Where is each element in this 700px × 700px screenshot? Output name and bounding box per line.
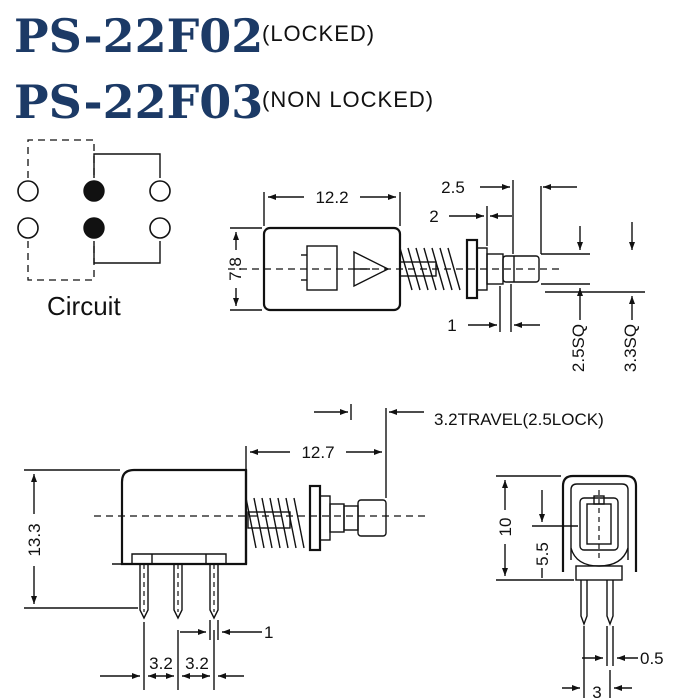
- dim-body-height: 7.8: [226, 257, 245, 281]
- collar-side: [308, 484, 322, 552]
- pin-2: [173, 564, 183, 620]
- side-view: 3.2TRAVEL(2.5LOCK) 12.7: [24, 404, 604, 690]
- dim-2-5: 2.5: [441, 178, 465, 197]
- dim-pin-width: 1: [264, 623, 273, 642]
- top-view: 12.2 7.8 2.5 2 1 2.5SQ 3.3SQ: [226, 178, 645, 372]
- pin-group-side: [139, 564, 219, 620]
- contact-open-4: [149, 217, 171, 239]
- body-slot: [306, 245, 338, 291]
- model-type-locked: (LOCKED): [262, 21, 375, 46]
- plunger-end: [579, 497, 619, 551]
- plunger-rod-side: [247, 511, 291, 529]
- spring-side: [245, 497, 305, 549]
- stem-top: [502, 255, 540, 283]
- connection-bottom: [93, 241, 161, 264]
- model-title-locked: PS-22F02: [14, 9, 263, 63]
- model-title-non-locked: PS-22F03: [14, 75, 263, 129]
- frame-end: [561, 474, 638, 572]
- dim-1: 1: [447, 316, 456, 335]
- pin-end-1: [580, 580, 588, 626]
- circuit-caption: Circuit: [47, 291, 121, 321]
- contact-common-2: [83, 217, 105, 239]
- end-view: 10 5.5 0.5 3: [496, 474, 664, 700]
- body-base-side: [112, 553, 246, 565]
- dim-stem-2-5sq: 2.5SQ: [569, 324, 588, 372]
- dim-body-length: 12.2: [315, 188, 348, 207]
- contact-open-3: [17, 217, 39, 239]
- switch-body-side: [120, 468, 248, 566]
- connection-top: [93, 153, 161, 178]
- model-type-non-locked: (NON LOCKED): [262, 87, 434, 112]
- pin-3: [209, 564, 219, 620]
- switch-path-top: [27, 139, 95, 178]
- dim-stem-3-3sq: 3.3SQ: [621, 324, 640, 372]
- dim-pitch-2: 3.2: [185, 654, 209, 673]
- dim-end-3: 3: [592, 683, 601, 700]
- dim-end-5-5: 5.5: [533, 542, 552, 566]
- pin-end-2: [606, 580, 614, 626]
- dim-2: 2: [429, 207, 438, 226]
- stem-side: [357, 499, 387, 537]
- dim-side-length: 12.7: [301, 443, 334, 462]
- dim-side-height: 13.3: [25, 523, 44, 556]
- switch-body-top: [262, 226, 402, 312]
- circuit-diagram: Circuit: [17, 139, 171, 321]
- contact-common-1: [83, 180, 105, 202]
- dim-travel: 3.2TRAVEL(2.5LOCK): [434, 410, 604, 429]
- contact-open-1: [17, 180, 39, 202]
- base-end: [575, 565, 623, 581]
- dim-pitch-1: 3.2: [149, 654, 173, 673]
- dim-end-0-5: 0.5: [640, 649, 664, 668]
- switch-path-bottom: [27, 241, 95, 281]
- dim-end-10: 10: [496, 518, 515, 537]
- contact-open-2: [149, 180, 171, 202]
- pin-1: [139, 564, 149, 620]
